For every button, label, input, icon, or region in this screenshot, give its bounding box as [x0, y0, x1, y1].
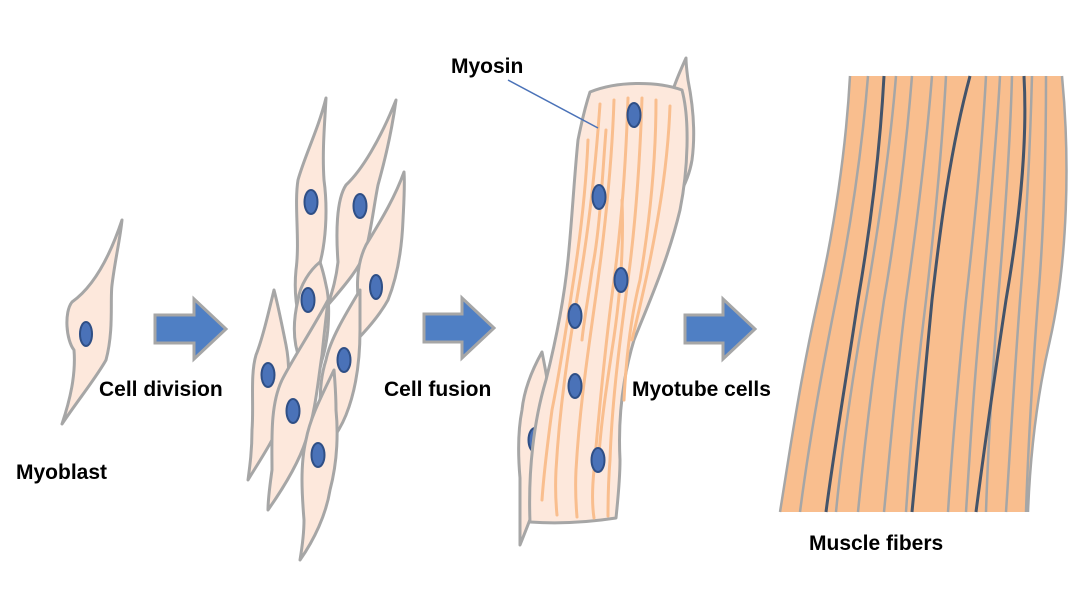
myosin-filaments [540, 96, 672, 520]
myosin-pointer-line [507, 79, 599, 129]
arrow-cell-division [153, 295, 229, 363]
myotube-nucleus [567, 303, 583, 329]
dividing-cell-nucleus [310, 442, 326, 468]
label-cell-fusion: Cell fusion [384, 378, 492, 401]
dividing-cell-nucleus [285, 398, 301, 424]
label-myoblast: Myoblast [16, 461, 108, 484]
dividing-cell-nucleus [260, 362, 276, 388]
label-cell-division: Cell division [99, 378, 223, 401]
myotube-nucleus [626, 102, 642, 128]
myoblast-nucleus [79, 321, 93, 347]
dividing-cell-nucleus [303, 189, 319, 215]
muscle-fibers-block [778, 75, 1068, 513]
myotube-body [528, 82, 689, 525]
dividing-cell-nucleus [369, 274, 383, 300]
arrow-cell-fusion [422, 294, 497, 362]
myotube-nucleus [613, 267, 629, 293]
myotube [517, 56, 696, 547]
dividing-cell-nucleus [352, 193, 368, 219]
myotube-nucleus [591, 184, 607, 210]
dividing-cell-nucleus [336, 347, 352, 373]
arrow-myotube [683, 295, 758, 363]
myotube-nucleus [567, 373, 583, 399]
label-muscle-fibers: Muscle fibers [809, 532, 944, 555]
dividing-cells-group [246, 96, 406, 562]
fiber-lines [778, 75, 1068, 513]
dividing-cell-nucleus [300, 287, 316, 313]
myoblast-cell [60, 218, 124, 426]
label-myosin: Myosin [451, 55, 524, 78]
label-myotube-cells: Myotube cells [632, 378, 771, 401]
myotube-nucleus [590, 447, 606, 473]
fiber-dark-lines [824, 75, 1027, 513]
